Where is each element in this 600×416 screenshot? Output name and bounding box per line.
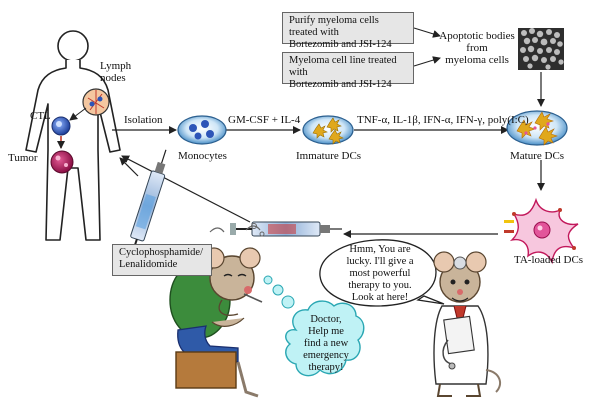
doctor-speech-line5: Look at here! <box>351 292 409 303</box>
gmcsf-label: GM-CSF + IL-4 <box>228 114 301 126</box>
patient-thought-line2: Help me <box>308 326 344 337</box>
doctor-mouse-illustration <box>433 251 502 397</box>
patient-thought-line5: therapy! <box>308 362 344 373</box>
ta-loaded-dcs-label: TA-loaded DCs <box>514 254 584 266</box>
doctor-speech-line2: lucky. I'll give a <box>346 256 414 267</box>
drugs-box-line1: Cyclophosphamide/ <box>119 247 203 258</box>
dc-syringe-icon <box>230 221 342 237</box>
myeloma-cell-line-box: Myeloma cell line treated with Bortezomi… <box>282 52 414 90</box>
lymph-node-icon <box>82 88 110 116</box>
monocytes-label: Monocytes <box>178 150 227 162</box>
drug-to-body-arrow <box>119 157 139 177</box>
immature-dcs-dish-icon <box>302 115 354 145</box>
ctl-cell-icon <box>51 116 71 136</box>
isolation-label: Isolation <box>124 114 163 126</box>
lymph-nodes-label-line2: nodes <box>100 72 126 84</box>
tumor-icon <box>50 150 74 174</box>
patient-mouse-illustration <box>169 223 265 398</box>
patient-thought-line4: emergency <box>303 350 349 361</box>
patient-thought-text: Doctor, Help me find a new emergency the… <box>292 314 360 374</box>
patient-thought-trail <box>263 275 295 309</box>
cellline-box-line2: Bortezomib and JSI-124 <box>289 79 392 90</box>
purify-box-line2: Bortezomib and JSI-124 <box>289 39 392 50</box>
cytokines-label: TNF-α, IL-1β, IFN-α, IFN-γ, poly(I:C) <box>357 114 529 126</box>
apoptotic-label-line3: myeloma cells <box>445 54 509 66</box>
ctl-label: CTL <box>30 110 51 122</box>
ta-loaded-dc-icon <box>504 197 579 265</box>
doctor-speech-line3: most powerful <box>349 268 411 279</box>
mature-dcs-dish-icon <box>506 110 568 146</box>
cellline-box-line1: Myeloma cell line treated with <box>289 55 397 78</box>
patient-thought-line1: Doctor, <box>310 314 342 325</box>
tumor-label: Tumor <box>8 152 38 164</box>
drug-syringe-icon <box>124 149 167 261</box>
cellline-arrow <box>413 56 441 67</box>
doctor-speech-bubble <box>319 239 445 307</box>
purify-myeloma-box: Purify myeloma cells treated with Bortez… <box>282 12 414 50</box>
cyclophosphamide-box: Cyclophosphamide/ Lenalidomide <box>112 244 212 276</box>
drugs-box-line2: Lenalidomide <box>119 259 178 270</box>
apoptotic-label-line2: from <box>466 42 488 54</box>
mature-dcs-label: Mature DCs <box>510 150 565 162</box>
immature-dcs-label: Immature DCs <box>296 150 362 162</box>
apoptotic-bodies-image <box>518 28 564 70</box>
doctor-speech-line4: therapy to you. <box>348 280 412 291</box>
patient-thought-line3: find a new <box>303 338 349 349</box>
apoptotic-label-line1: Apoptotic bodies <box>439 30 515 42</box>
lymph-nodes-label-line1: Lymph <box>100 60 132 72</box>
purify-box-line1: Purify myeloma cells treated with <box>289 15 379 38</box>
purify-arrow <box>413 27 441 38</box>
doctor-speech-text: Hmm, You are lucky. I'll give a most pow… <box>330 244 430 304</box>
patient-thought-bubble <box>285 300 365 377</box>
doctor-speech-line1: Hmm, You are <box>349 244 411 255</box>
apoptotic-bodies-label: Apoptotic bodies from myeloma cells <box>436 30 518 66</box>
lymph-nodes-label: Lymph nodes <box>100 60 131 84</box>
vaccine-to-body-arrow <box>121 155 251 223</box>
lymph-to-ctl-arrow <box>69 107 87 121</box>
monocytes-dish-icon <box>177 115 227 145</box>
